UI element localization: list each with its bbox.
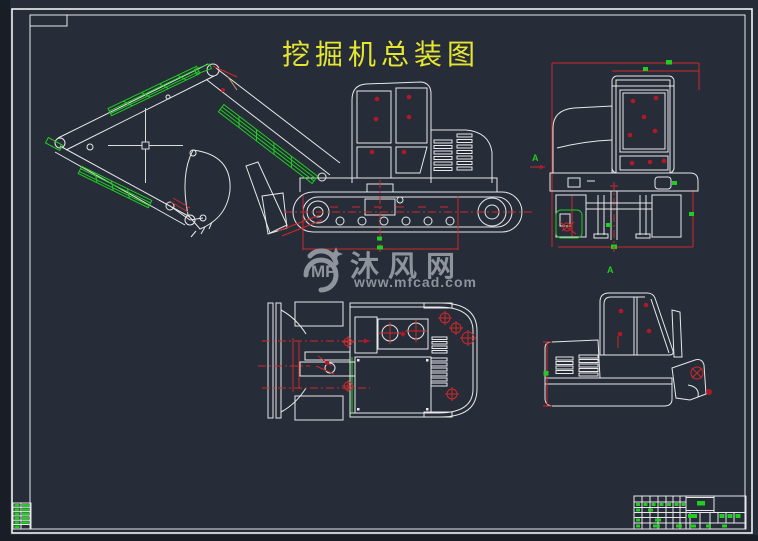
swing-mechanism-top <box>299 336 356 392</box>
view-rear <box>530 60 700 252</box>
swing-bracket-side-a <box>671 359 712 401</box>
dozer-blade-side <box>245 161 323 237</box>
viewport-edge-left <box>0 0 10 541</box>
view-label-a: A <box>607 265 614 275</box>
sheet-border <box>11 8 753 534</box>
engine-compartment-side <box>431 129 493 183</box>
watermark-name: 沐风网 <box>350 251 465 283</box>
detail-callout-rear <box>555 209 611 239</box>
drawing-title: 挖掘机总装图 <box>282 40 481 71</box>
engine-side-a <box>544 339 601 379</box>
fittings-top <box>438 311 476 401</box>
bucket-cylinder <box>217 103 319 185</box>
view-top <box>258 301 478 421</box>
arm-cylinder <box>77 165 153 209</box>
view-side-main <box>44 63 532 254</box>
engine-hood-rear <box>552 105 613 173</box>
revision-strip-marks <box>14 504 29 529</box>
title-block-text-marks <box>636 501 741 528</box>
section-marker-a: A <box>532 153 539 163</box>
body-band-rear <box>549 172 699 192</box>
bucket <box>184 149 231 230</box>
dim-rear <box>551 60 700 252</box>
logo-letters: MF <box>311 262 336 281</box>
view-side-a <box>543 292 712 407</box>
cab-rear <box>611 75 675 174</box>
cab-side-a <box>599 292 683 358</box>
watermark-url: www.mfcad.com <box>354 274 477 290</box>
dim-side-a <box>543 336 619 407</box>
viewport-edge-bottom <box>0 535 758 541</box>
crosshair-cursor <box>108 108 183 183</box>
boom-assembly <box>44 63 341 238</box>
title-block <box>633 495 747 530</box>
tracks-rear <box>555 191 682 240</box>
boom-cylinder <box>107 65 201 117</box>
cab-side <box>351 81 432 183</box>
mfcad-logo-icon: MF <box>303 247 343 293</box>
watermark: MF 沐风网 www.mfcad.com <box>292 241 482 297</box>
dim-main-tracks <box>284 180 532 254</box>
